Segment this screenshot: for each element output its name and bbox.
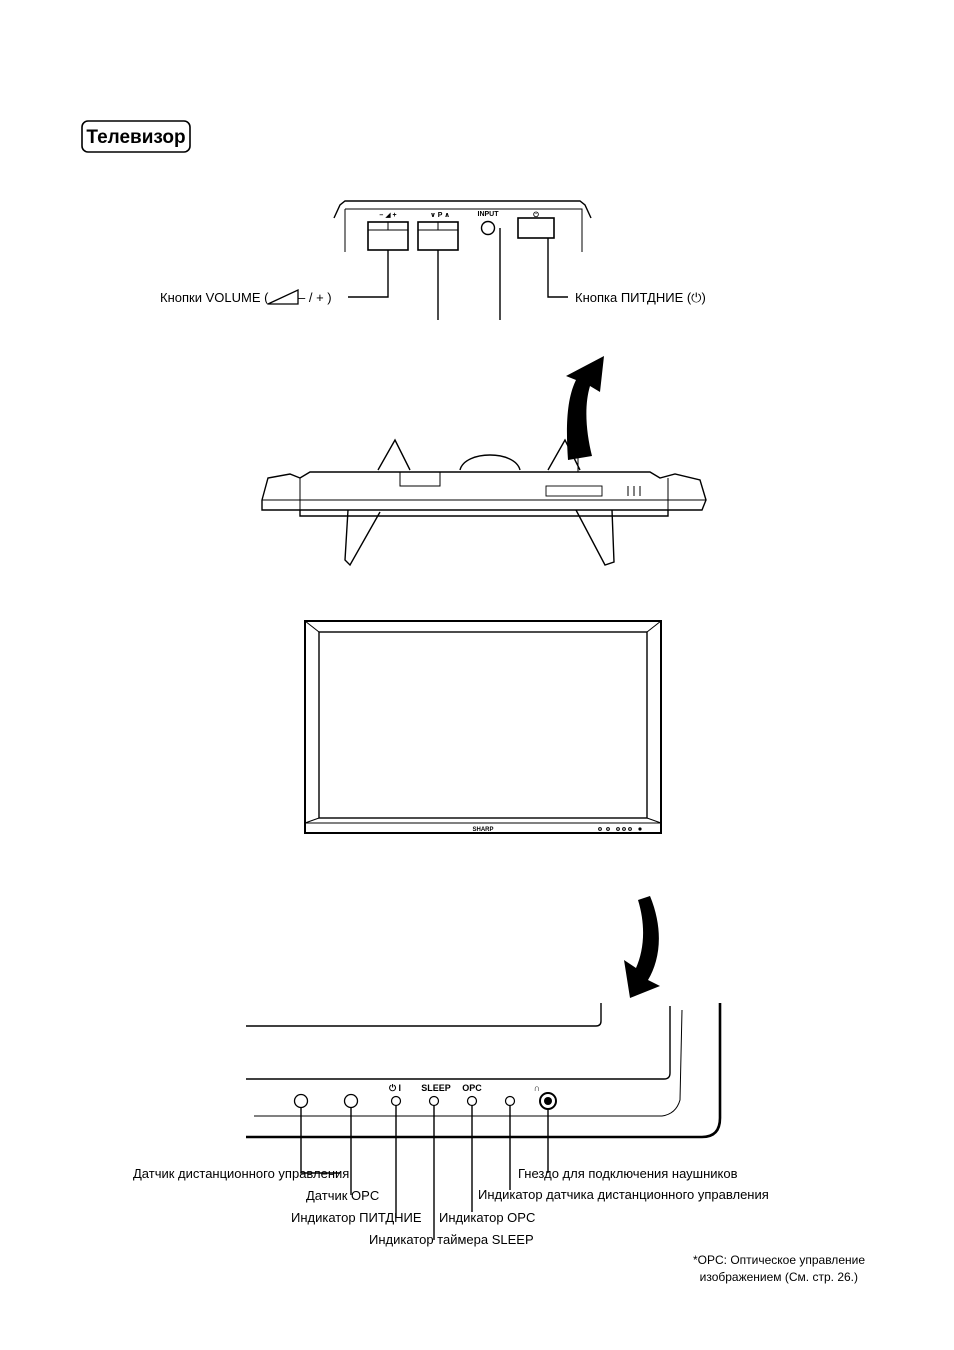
tv-front-view: SHARP <box>304 620 662 834</box>
opc-indicator <box>466 1095 478 1107</box>
callout-remote-sensor: Датчик дистанционного управления <box>133 1166 349 1181</box>
front-panel-closeup: ⏻ I SLEEP OPC ∩ Датчик дистанционного уп… <box>133 1003 769 1247</box>
power-indicator <box>390 1095 402 1107</box>
sleep-indicator <box>428 1095 440 1107</box>
tv-top-view <box>261 356 707 567</box>
input-button[interactable] <box>480 220 496 236</box>
volume-marks: – ◢ + <box>379 212 396 219</box>
callout-headphone-jack: Гнездо для подключения наушников <box>518 1166 738 1181</box>
channel-buttons[interactable] <box>417 221 459 251</box>
label-volume-end: – / + ) <box>298 290 332 305</box>
volume-wedge-icon <box>267 288 299 305</box>
callout-opc-indicator: Индикатор OPC <box>439 1210 535 1225</box>
sleep-label: SLEEP <box>421 1083 451 1093</box>
callout-sleep-indicator: Индикатор таймера SLEEP <box>369 1232 534 1247</box>
top-control-panel: – ◢ + ∨ P ∧ INPUT ⏻ Кнопки VOLUME ( – / … <box>160 200 706 320</box>
power-button[interactable] <box>517 217 555 239</box>
arrow-down-icon <box>624 896 660 998</box>
opc-sensor <box>343 1093 359 1109</box>
remote-sensor <box>293 1093 309 1109</box>
footnote-line2: изображением (См. стр. 26.) <box>700 1270 858 1284</box>
arrow-up-icon <box>566 356 604 460</box>
opc-label: OPC <box>462 1083 482 1093</box>
callout-power-indicator: Индикатор ПИТДНИЕ <box>291 1210 422 1225</box>
callout-remote-indicator: Индикатор датчика дистанционного управле… <box>478 1187 769 1202</box>
headphone-mark: ∩ <box>534 1083 541 1093</box>
remote-indicator <box>504 1095 516 1107</box>
label-volume: Кнопки VOLUME ( <box>160 290 269 305</box>
power-mark-top: ⏻ <box>533 211 539 219</box>
section-title-badge: Телевизор <box>81 120 191 153</box>
channel-marks: ∨ P ∧ <box>430 212 450 219</box>
input-label: INPUT <box>478 211 500 218</box>
section-title: Телевизор <box>86 127 185 148</box>
headphone-jack[interactable] <box>539 1092 557 1110</box>
brand-logo: SHARP <box>472 827 493 833</box>
footnote-line1: *OPC: Оптическое управление <box>693 1253 865 1267</box>
power-mark-front: ⏻ I <box>389 1083 401 1093</box>
callout-opc-sensor: Датчик OPC <box>306 1188 379 1203</box>
label-power: Кнопка ПИТДНИЕ (⏻) <box>575 290 706 305</box>
volume-buttons[interactable] <box>367 221 409 251</box>
